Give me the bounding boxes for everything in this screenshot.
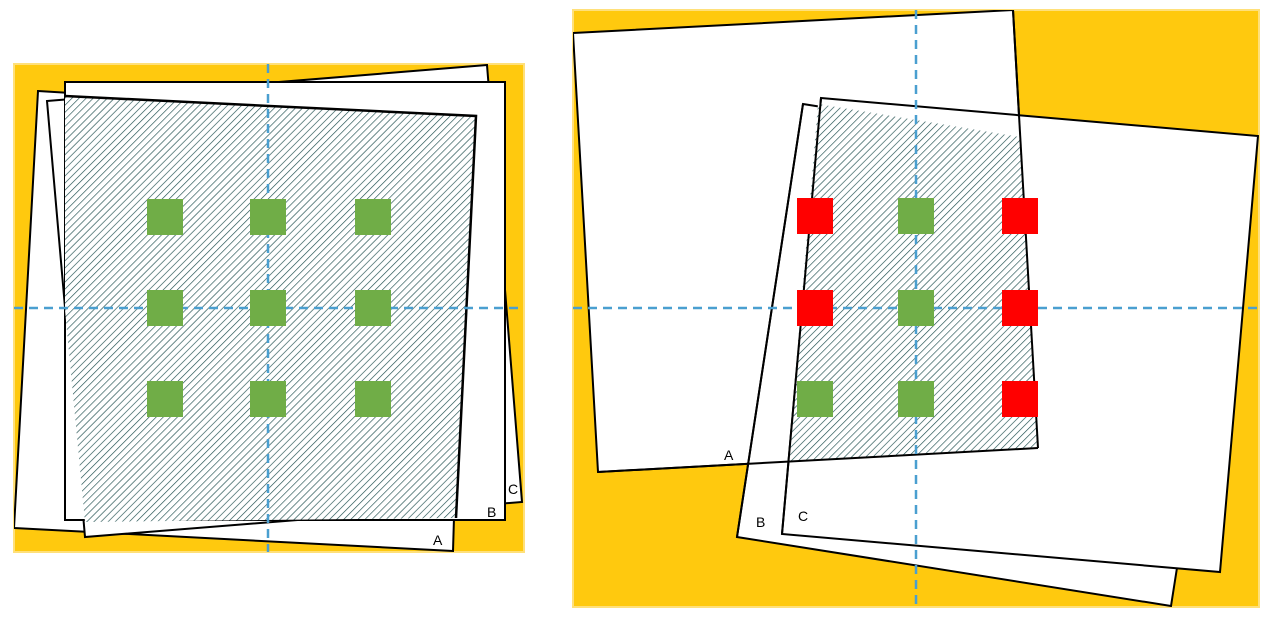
right-marker-r3-c1 xyxy=(797,381,833,417)
left-marker-r2-c1 xyxy=(147,290,183,326)
left-marker-grid xyxy=(147,199,391,417)
left-marker-r1-c3 xyxy=(355,199,391,235)
left-marker-r1-c1 xyxy=(147,199,183,235)
left-marker-r2-c3 xyxy=(355,290,391,326)
left-label-c: C xyxy=(508,481,518,497)
left-marker-r3-c3 xyxy=(355,381,391,417)
right-marker-r1-c3 xyxy=(1002,198,1038,234)
right-marker-r2-c3 xyxy=(1002,290,1038,326)
right-label-c: C xyxy=(798,508,808,524)
left-marker-r2-c2 xyxy=(250,290,286,326)
left-overlap-outline xyxy=(64,94,478,519)
right-marker-r1-c1 xyxy=(797,198,833,234)
right-marker-r2-c2 xyxy=(898,290,934,326)
left-marker-r1-c2 xyxy=(250,199,286,235)
right-label-a: A xyxy=(724,447,734,463)
left-label-a: A xyxy=(433,532,443,548)
left-marker-r3-c2 xyxy=(250,381,286,417)
right-marker-r1-c2 xyxy=(898,198,934,234)
left-label-b: B xyxy=(487,504,496,520)
left-panel: A B C xyxy=(13,63,525,553)
right-overlap-region xyxy=(788,104,1038,462)
left-marker-r3-c1 xyxy=(147,381,183,417)
right-panel: A B C xyxy=(572,9,1260,608)
right-marker-r3-c3 xyxy=(1002,381,1038,417)
right-marker-r2-c1 xyxy=(797,290,833,326)
right-label-b: B xyxy=(756,514,765,530)
right-marker-grid xyxy=(797,198,1038,417)
right-marker-r3-c2 xyxy=(898,381,934,417)
